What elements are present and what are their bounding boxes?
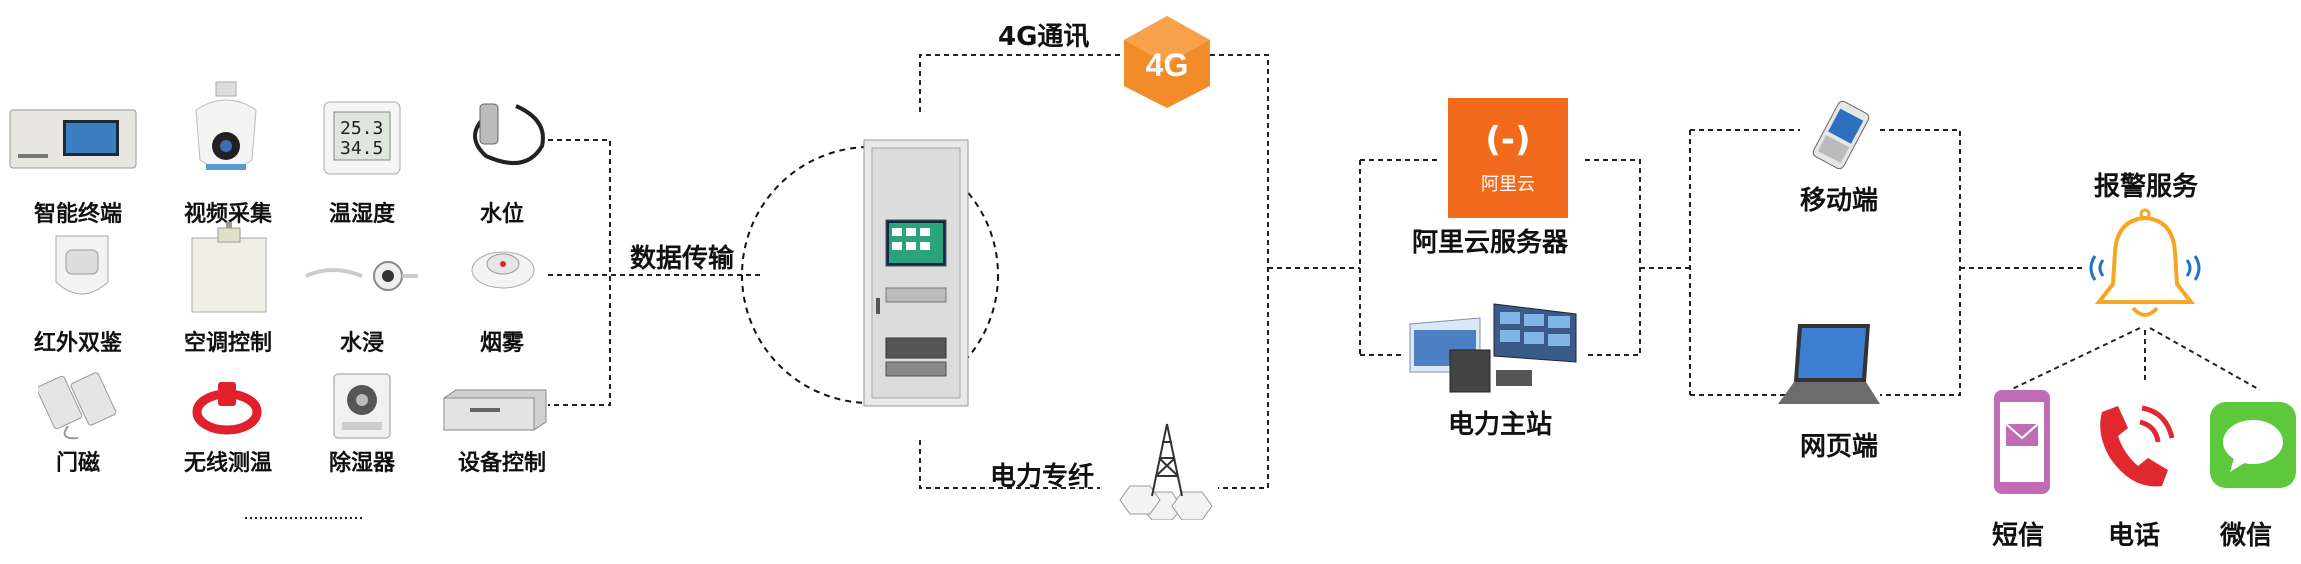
power-line-left xyxy=(919,440,1100,489)
phone-icon xyxy=(2092,398,2182,492)
device-label-water-level: 水位 xyxy=(479,202,524,227)
video-camera-icon xyxy=(186,80,266,180)
device-label-dehumidifier: 除湿器 xyxy=(328,451,395,476)
alarm-sms-line xyxy=(2009,327,2141,391)
device-label-water-leak: 水浸 xyxy=(339,331,384,356)
infrared-detector-icon xyxy=(52,232,112,304)
device-label-smart-terminal: 智能终端 xyxy=(33,202,122,227)
4g-comm-label: 4G通讯 xyxy=(998,22,1090,52)
data-transfer-label: 数据传输 xyxy=(630,244,735,274)
4g-right-line xyxy=(1210,54,1269,489)
aliyun-logo-icon: (-) 阿里云 xyxy=(1448,98,1568,218)
phone-label: 电话 xyxy=(2108,521,2161,551)
device-label-wireless: 无线测温 xyxy=(183,451,272,476)
client-bracket-right xyxy=(1880,129,1961,396)
device-label-door: 门磁 xyxy=(55,451,100,476)
door-magnet-icon xyxy=(36,372,118,442)
4g-badge-icon: 4G xyxy=(1122,14,1212,110)
smoke-detector-icon xyxy=(470,242,536,290)
svg-text:25.3: 25.3 xyxy=(340,118,383,139)
master-station-label: 电力主站 xyxy=(1448,410,1553,440)
sms-icon xyxy=(1992,388,2052,496)
laptop-icon xyxy=(1772,318,1884,410)
alarm-bell-icon xyxy=(2085,206,2205,330)
ac-controller-icon xyxy=(190,222,268,314)
device-label-controller: 设备控制 xyxy=(457,451,546,476)
device-label-smoke: 烟雾 xyxy=(479,331,524,356)
aliyun-logo-text: 阿里云 xyxy=(1481,174,1535,195)
device-label-ac: 空调控制 xyxy=(183,331,272,356)
water-leak-sensor-icon xyxy=(302,256,420,296)
mobile-phone-icon xyxy=(1806,100,1876,170)
device-label-temp: 温湿度 xyxy=(328,202,395,227)
dehumidifier-icon xyxy=(330,370,394,442)
aliyun-logo-symbol: (-) xyxy=(1485,120,1531,160)
server-bracket-right xyxy=(1585,159,1641,356)
power-line-label: 电力专纤 xyxy=(990,462,1095,492)
4g-left-line xyxy=(919,54,1130,112)
wireless-temp-icon xyxy=(190,378,264,442)
sms-label: 短信 xyxy=(1992,521,2045,551)
wechat-icon xyxy=(2210,402,2296,488)
smart-terminal-icon xyxy=(8,106,138,170)
wechat-label: 微信 xyxy=(2220,521,2273,551)
mobile-label: 移动端 xyxy=(1800,186,1879,216)
water-level-sensor-icon xyxy=(456,96,548,176)
svg-text:34.5: 34.5 xyxy=(340,138,383,159)
device-bracket-line xyxy=(548,139,611,406)
device-label-infrared: 红外双鉴 xyxy=(33,331,122,356)
device-controller-icon xyxy=(440,388,550,432)
server-cabinet-icon xyxy=(862,138,970,408)
4g-badge-text: 4G xyxy=(1146,47,1189,83)
aliyun-server-label: 阿里云服务器 xyxy=(1412,228,1569,258)
web-label: 网页端 xyxy=(1800,432,1879,462)
alarm-wechat-line xyxy=(2149,327,2261,391)
alarm-title: 报警服务 xyxy=(2094,172,2199,202)
master-station-icon xyxy=(1400,300,1580,396)
radio-tower-icon xyxy=(1112,420,1222,521)
